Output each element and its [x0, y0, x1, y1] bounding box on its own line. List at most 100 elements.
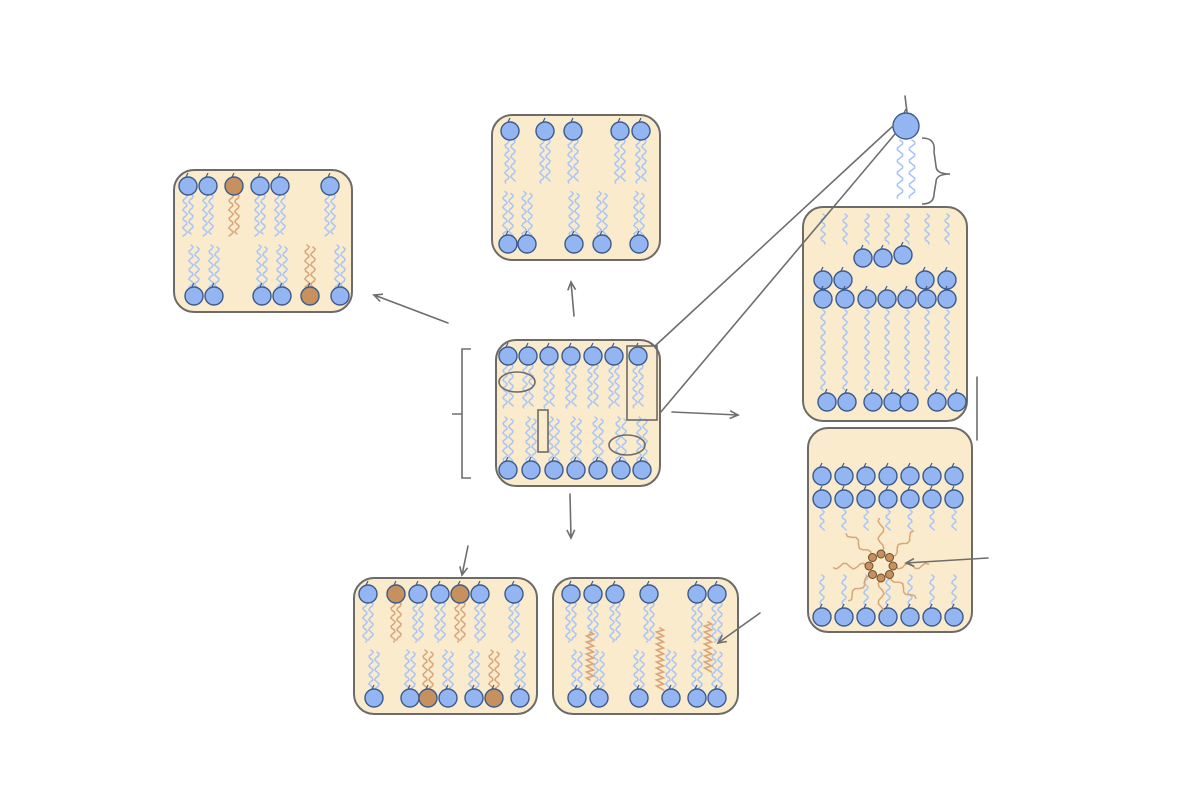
- lipid-tail: [508, 192, 514, 237]
- lipid-head: [628, 346, 648, 366]
- lipid-head: [204, 286, 224, 306]
- zoom-line-lower: [659, 133, 896, 414]
- lipid-tail: [453, 601, 461, 643]
- lipid-head-tip: [890, 388, 894, 394]
- lipid-tail: [368, 601, 374, 641]
- lipid-head-tip: [668, 684, 672, 690]
- lipid-tail: [201, 193, 209, 237]
- pointer-large-heads: [461, 545, 469, 576]
- lipid-head: [893, 245, 913, 265]
- lipid-tail: [564, 601, 572, 643]
- lipid-tail: [181, 193, 189, 237]
- lipid-head: [878, 466, 898, 486]
- lipid-tail: [260, 193, 266, 235]
- lipid-head: [944, 607, 964, 627]
- lipid-head: [873, 248, 893, 268]
- lipid-head: [639, 584, 659, 604]
- lipid-head-tip: [612, 580, 616, 586]
- lipid-tail: [710, 649, 718, 691]
- lipid-head-tip: [393, 580, 397, 586]
- lipid-head: [922, 466, 942, 486]
- lipid-tail: [929, 574, 935, 606]
- lipid-tail: [542, 363, 550, 409]
- lipid-head-tip: [231, 172, 235, 178]
- micelle-tail: [847, 575, 872, 602]
- lipid-head: [386, 584, 406, 604]
- lipid-head: [252, 286, 272, 306]
- lipid-head-tip: [841, 485, 845, 491]
- lipid-tail: [507, 601, 515, 643]
- lipid-head: [944, 489, 964, 509]
- lipid-tail: [508, 363, 514, 407]
- lipid-tail: [649, 601, 655, 641]
- lipid-tail: [671, 651, 677, 691]
- lipid-head: [812, 489, 832, 509]
- lipid-tail: [944, 309, 950, 391]
- lipid-head: [812, 466, 832, 486]
- lipid-head-tip: [596, 684, 600, 690]
- lipid-tail: [573, 138, 579, 182]
- left-bracket: [452, 348, 471, 479]
- lipid-head-tip: [903, 108, 907, 114]
- lipid-tail: [188, 193, 194, 235]
- lipid-head: [897, 289, 917, 309]
- lipid-head: [853, 248, 873, 268]
- lipid-tail: [303, 244, 311, 288]
- lipid-head-tip: [844, 388, 848, 394]
- lipid-tail: [460, 601, 466, 641]
- lipid-head-tip: [863, 485, 867, 491]
- lipid-head: [812, 607, 832, 627]
- lipid-head: [817, 392, 837, 412]
- micelle-head: [876, 573, 886, 583]
- lipid-head: [330, 286, 350, 306]
- lipid-tail: [194, 246, 200, 288]
- lipid-head: [561, 346, 581, 366]
- lipid-tail: [571, 363, 577, 407]
- lipid-head: [857, 289, 877, 309]
- lipid-head-tip: [415, 580, 419, 586]
- lipid-tail: [566, 138, 574, 184]
- lipid-head-tip: [371, 684, 375, 690]
- lipid-head-tip: [307, 282, 311, 288]
- lipid-tail: [521, 363, 529, 409]
- lipid-head-tip: [571, 230, 575, 236]
- lipid-head-tip: [546, 342, 550, 348]
- lipid-tail: [227, 193, 235, 237]
- lipid-head-tip: [864, 285, 868, 291]
- lipid-head-tip: [590, 342, 594, 348]
- lipid-head: [535, 121, 555, 141]
- lipid-tail: [635, 416, 643, 462]
- lipid-tail: [621, 418, 627, 462]
- lipid-tail: [642, 418, 648, 462]
- lipid-head: [687, 688, 707, 708]
- lipid-legend: [892, 108, 951, 205]
- lipid-tail: [389, 601, 397, 643]
- lipid-head-tip: [922, 266, 926, 272]
- lipid-head-tip: [636, 230, 640, 236]
- lipid-tail: [819, 574, 825, 606]
- lipid-head-tip: [900, 241, 904, 247]
- lipid-tail: [428, 651, 434, 691]
- lipid-head: [544, 460, 564, 480]
- lipid-head: [604, 346, 624, 366]
- lipid-tail: [599, 651, 605, 691]
- lipid-head-tip: [337, 282, 341, 288]
- inclusion-oval-left: [498, 371, 536, 393]
- lipid-tail: [282, 246, 288, 288]
- lipid-tail: [864, 309, 870, 391]
- panel-right-upper: [802, 206, 968, 422]
- lipid-tail: [208, 193, 214, 235]
- lipid-tail: [494, 651, 500, 691]
- lipid-head-tip: [954, 388, 958, 394]
- arrow-to-right: [671, 411, 739, 416]
- lipid-head-tip: [211, 282, 215, 288]
- lipid-head: [813, 270, 833, 290]
- lipid-head-tip: [437, 580, 441, 586]
- lipid-head-tip: [457, 580, 461, 586]
- lipid-head: [564, 234, 584, 254]
- lipid-tail: [273, 193, 281, 237]
- lipid-head-tip: [820, 266, 824, 272]
- lipid-tail: [255, 244, 263, 288]
- lipid-head: [610, 121, 630, 141]
